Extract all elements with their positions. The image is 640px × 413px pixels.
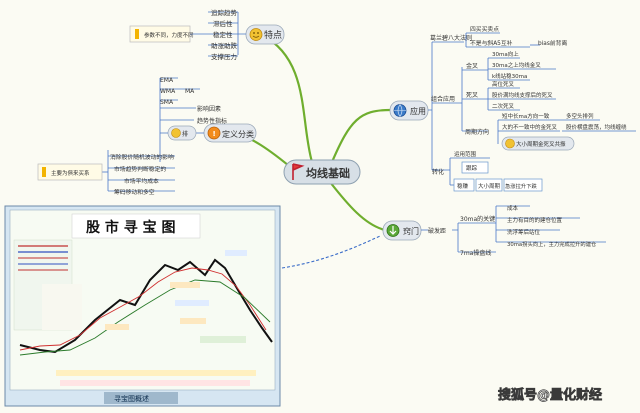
svg-text:主力有目的的建仓位置: 主力有目的的建仓位置 — [507, 216, 563, 224]
branch-tricks[interactable]: 窍门 — [382, 220, 422, 241]
thumbnail-heading: 股 市 寻 宝 图 — [86, 219, 176, 236]
svg-text:支撑压力: 支撑压力 — [211, 52, 237, 61]
svg-text:消除股价随机波动的影响: 消除股价随机波动的影响 — [110, 153, 174, 161]
thumbnail-image[interactable]: 股 市 寻 宝 图 寻宝图概述 — [4, 205, 281, 407]
svg-text:短中长ma方向一致: 短中长ma方向一致 — [502, 112, 550, 120]
svg-text:30ma拐头向上，主力完成拉升的建仓: 30ma拐头向上，主力完成拉升的建仓 — [507, 240, 597, 248]
svg-text:定义分类: 定义分类 — [222, 129, 254, 139]
definition-sub: 排 影响因素 趋势性指标 EMA WMA SMA MA 消除股价随机波动的影响 … — [107, 77, 227, 196]
svg-text:成本: 成本 — [507, 204, 519, 212]
smiley-icon — [249, 28, 263, 41]
svg-text:特点: 特点 — [264, 29, 282, 41]
svg-text:30ma之上均线金叉: 30ma之上均线金叉 — [492, 61, 541, 69]
svg-text:转化: 转化 — [432, 168, 444, 176]
svg-text:影响因素: 影响因素 — [197, 105, 221, 113]
svg-text:参数不同，力度不同: 参数不同，力度不同 — [144, 31, 194, 39]
center-title: 均线基础 — [306, 166, 350, 180]
svg-text:市场趋势判断稳定的: 市场趋势判断稳定的 — [114, 165, 166, 173]
features-note: 参数不同，力度不同 — [129, 25, 194, 43]
svg-text:市场平均成本: 市场平均成本 — [124, 177, 159, 185]
svg-text:四买买卖点: 四买买卖点 — [470, 25, 499, 33]
svg-text:死叉: 死叉 — [466, 92, 478, 99]
svg-text:!: ! — [213, 130, 216, 138]
svg-text:大小周期: 大小周期 — [478, 182, 501, 190]
application-tree: 葛兰碧八大法则 四买买卖点 不是与斜A5互补 bias前背离 组合应用 金叉 3… — [428, 25, 636, 192]
svg-text:应用: 应用 — [410, 106, 426, 116]
branch-definition[interactable]: ! 定义分类 — [203, 123, 257, 143]
smiley-icon — [171, 128, 181, 138]
svg-text:30ma向上: 30ma向上 — [492, 50, 519, 58]
svg-text:排: 排 — [182, 130, 188, 138]
svg-text:破发距: 破发距 — [428, 227, 446, 235]
svg-text:WMA: WMA — [160, 88, 176, 95]
smiley-icon — [505, 138, 515, 149]
svg-text:30ma的关键: 30ma的关键 — [460, 215, 495, 223]
svg-text:运用范围: 运用范围 — [454, 150, 477, 158]
svg-text:组合应用: 组合应用 — [431, 95, 455, 103]
svg-text:跟踪: 跟踪 — [466, 164, 478, 172]
svg-text:大小周期金死叉共振: 大小周期金死叉共振 — [516, 140, 566, 148]
flag-icon — [292, 163, 305, 180]
svg-text:葛兰碧八大法则: 葛兰碧八大法则 — [430, 34, 472, 42]
center-node[interactable]: 均线基础 — [283, 159, 361, 185]
svg-text:追踪趋势: 追踪趋势 — [211, 8, 238, 17]
svg-text:股价横盘震荡，均线缠绕: 股价横盘震荡，均线缠绕 — [566, 123, 627, 131]
svg-text:二次死叉: 二次死叉 — [492, 102, 515, 110]
svg-text:MA: MA — [185, 88, 195, 95]
exclamation-icon — [135, 29, 139, 39]
watermark: 搜狐号@量化财经 — [498, 387, 603, 404]
branch-application[interactable]: 应用 — [389, 100, 429, 121]
definition-note: 主要为俱来买系 — [37, 163, 108, 181]
svg-text:SMA: SMA — [160, 99, 174, 106]
svg-text:急涨拉升下跌: 急涨拉升下跌 — [505, 182, 537, 190]
info-icon — [207, 126, 221, 140]
exclamation-icon — [42, 167, 46, 177]
svg-text:不是与斜A5互补: 不是与斜A5互补 — [470, 39, 513, 47]
svg-text:高位死叉: 高位死叉 — [492, 80, 515, 88]
branch-features[interactable]: 特点 — [245, 24, 285, 45]
svg-text:趋势性指标: 趋势性指标 — [197, 117, 227, 125]
svg-text:洗浮筹后站位: 洗浮筹后站位 — [507, 228, 541, 236]
svg-text:搜狐号@量化财经: 搜狐号@量化财经 — [498, 387, 602, 403]
svg-text:周期方向: 周期方向 — [465, 128, 489, 136]
tricks-tree: 破发距 30ma的关键 7ma操盘线 成本 主力有目的的建仓位置 洗浮筹后站位 … — [421, 204, 606, 257]
svg-text:主要为俱来买系: 主要为俱来买系 — [51, 169, 90, 177]
svg-text:k线站稳30ma: k线站稳30ma — [492, 72, 527, 80]
svg-text:7ma操盘线: 7ma操盘线 — [460, 249, 491, 257]
svg-text:稳赚: 稳赚 — [457, 182, 469, 190]
svg-text:金叉: 金叉 — [466, 62, 478, 70]
svg-text:股价满均线支撑后的死叉: 股价满均线支撑后的死叉 — [492, 91, 553, 99]
svg-text:稳定性: 稳定性 — [213, 30, 233, 39]
thumbnail-caption: 寻宝图概述 — [114, 394, 149, 403]
svg-text:大的不一致中的金死叉: 大的不一致中的金死叉 — [502, 123, 558, 131]
svg-text:EMA: EMA — [160, 77, 174, 84]
features-items: 追踪趋势 滞后性 稳定性 助涨助跌 支撑压力 — [182, 8, 246, 61]
svg-text:滞后性: 滞后性 — [213, 19, 233, 28]
svg-text:窍门: 窍门 — [403, 226, 419, 236]
svg-text:助涨助跌: 助涨助跌 — [211, 41, 238, 50]
svg-text:多空头排列: 多空头排列 — [566, 112, 594, 120]
svg-text:筹码移动和多空: 筹码移动和多空 — [114, 188, 155, 196]
svg-text:bias前背离: bias前背离 — [538, 39, 567, 47]
